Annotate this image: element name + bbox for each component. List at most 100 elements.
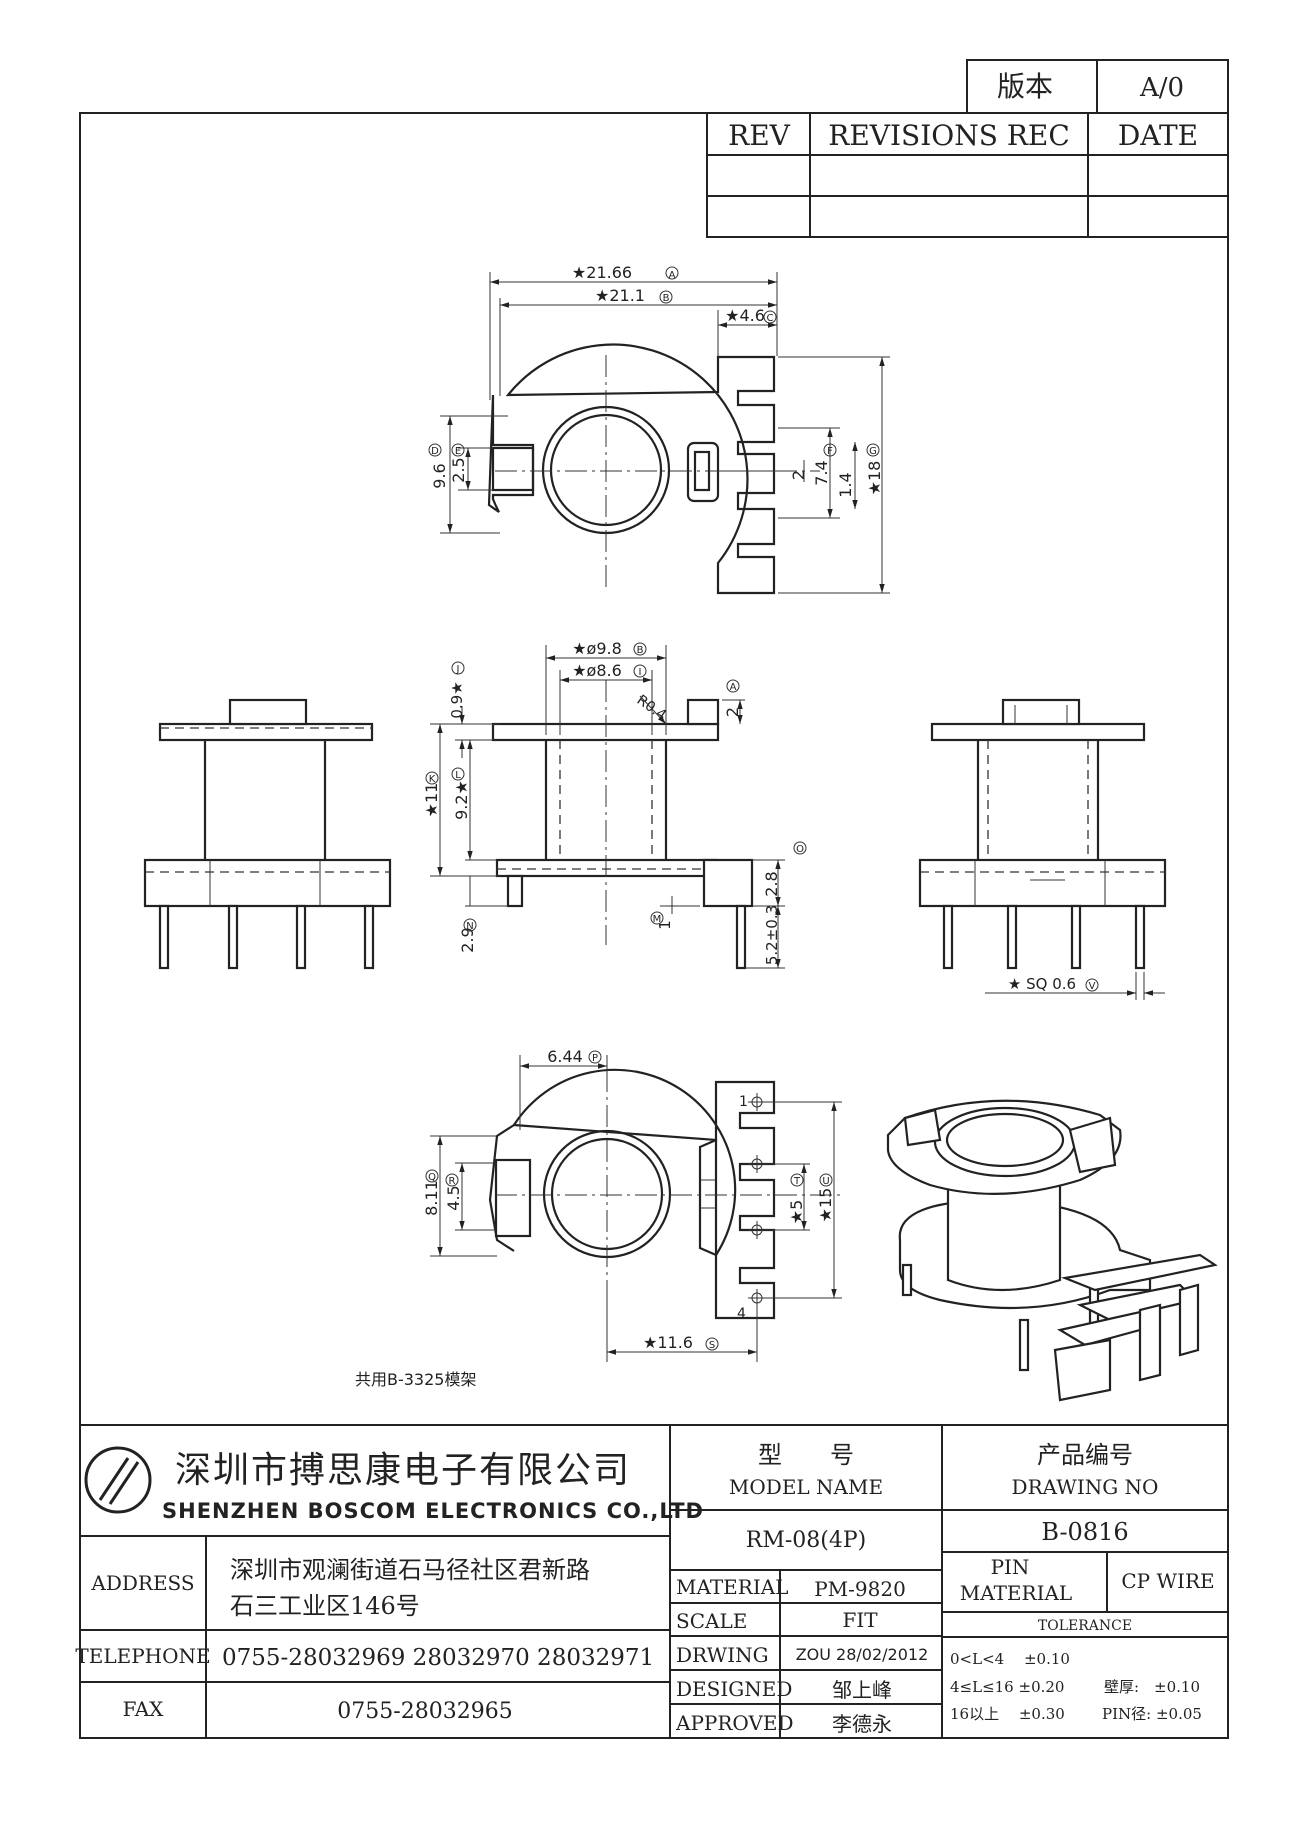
dim-5: ★5 <box>787 1200 806 1225</box>
model-label-cn: 型 号 <box>758 1441 854 1469</box>
dim-2-8: 2.8 <box>762 871 781 896</box>
dim-9-6: 9.6 <box>430 463 449 488</box>
fax-label: FAX <box>123 1697 165 1721</box>
tolerance-row-3: 16以上 ±0.30 <box>950 1705 1065 1723</box>
svg-text:D: D <box>431 446 439 457</box>
pin-material-label: MATERIAL <box>960 1581 1072 1605</box>
svg-text:R: R <box>449 1176 456 1187</box>
pin-diameter: PIN径: ±0.05 <box>1102 1705 1202 1723</box>
front-elevation-view: ★ø9.8 B ★ø8.6 I R0.4 2 A 0.9★ J ★11 K 9.… <box>422 639 807 970</box>
dim-2-9: 2.9 <box>458 927 477 952</box>
telephone-label: TELEPHONE <box>75 1644 210 1668</box>
svg-text:C: C <box>767 313 774 324</box>
drawing-frame <box>79 112 1229 1739</box>
dim-9-2: 9.2★ <box>452 780 471 820</box>
svg-text:F: F <box>827 446 833 457</box>
wall-thickness: 壁厚: ±0.10 <box>1104 1678 1200 1696</box>
dim-4-6: ★4.6 <box>725 306 765 325</box>
dim-6-44: 6.44 <box>547 1047 583 1066</box>
dim-18: ★18 <box>865 461 884 496</box>
model-label-en: MODEL NAME <box>729 1475 883 1499</box>
dim-21-1: ★21.1 <box>595 286 645 305</box>
drwing-label: DRWING <box>676 1643 769 1667</box>
dim-phi-8-6: ★ø8.6 <box>572 661 622 680</box>
dim-5-2: 5.2±0.3 <box>763 905 781 965</box>
isometric-view <box>886 1099 1218 1402</box>
scale-label: SCALE <box>676 1609 747 1633</box>
svg-text:M: M <box>653 914 662 925</box>
dim-11-6: ★11.6 <box>643 1333 693 1352</box>
date-column-header: DATE <box>1118 119 1198 152</box>
rev-column-header: REV <box>728 119 791 152</box>
svg-text:S: S <box>709 1340 715 1351</box>
revision-block: 版本 A/0 REV REVISIONS REC DATE <box>706 59 1229 238</box>
dim-4-5: 4.5 <box>444 1185 463 1210</box>
dim-1: 1 <box>656 920 674 930</box>
dim-8-11: 8.11 <box>422 1180 441 1216</box>
pin-value: CP WIRE <box>1121 1569 1214 1593</box>
telephone-value: 0755-28032969 28032970 28032971 <box>222 1645 654 1671</box>
bottom-view: 1 4 6.44 P 8.11 Q 4.5 R ★5 T ★15 U ★11.6… <box>422 1047 842 1362</box>
dim-11: ★11 <box>422 783 441 818</box>
version-label: 版本 <box>997 70 1053 103</box>
material-label: MATERIAL <box>676 1575 788 1599</box>
svg-text:V: V <box>1089 981 1096 992</box>
title-block: 深圳市搏思康电子有限公司 SHENZHEN BOSCOM ELECTRONICS… <box>75 1424 1228 1738</box>
svg-text:P: P <box>592 1053 598 1064</box>
version-value: A/0 <box>1139 73 1184 103</box>
designed-value: 邹上峰 <box>832 1678 892 1702</box>
dim-21-66: ★21.66 <box>572 263 632 282</box>
svg-text:B: B <box>663 293 670 304</box>
address-line-1: 深圳市观澜街道石马径社区君新路 <box>230 1556 590 1584</box>
revisions-column-header: REVISIONS REC <box>828 119 1070 152</box>
svg-text:B: B <box>637 645 644 656</box>
drawing-label-cn: 产品编号 <box>1037 1441 1133 1469</box>
left-elevation-view <box>143 698 392 970</box>
company-logo <box>84 1446 152 1514</box>
top-view: ★21.66 A ★21.1 B ★4.6 C 9.6 D 2.5 E 7.4 … <box>428 263 890 595</box>
drwing-value: ZOU 28/02/2012 <box>796 1645 929 1664</box>
svg-text:J: J <box>456 664 460 675</box>
svg-text:I: I <box>639 667 642 678</box>
approved-value: 李德永 <box>832 1712 892 1736</box>
model-value: RM-08(4P) <box>746 1528 866 1553</box>
approved-label: APPROVED <box>675 1711 794 1735</box>
company-name-en: SHENZHEN BOSCOM ELECTRONICS CO.,LTD <box>162 1499 704 1523</box>
svg-text:G: G <box>869 446 877 457</box>
dim-2-5: 2.5 <box>449 457 468 482</box>
dim-sq-0-6: ★ SQ 0.6 <box>1008 975 1076 993</box>
svg-text:A: A <box>669 270 676 281</box>
pin-label: PIN <box>991 1555 1030 1579</box>
pin-4-label: 4 <box>737 1306 746 1322</box>
svg-text:Q: Q <box>428 1172 436 1183</box>
fax-value: 0755-28032965 <box>337 1699 512 1724</box>
dim-7-4: 7.4 <box>812 460 831 485</box>
company-name-cn: 深圳市搏思康电子有限公司 <box>175 1450 631 1491</box>
material-value: PM-9820 <box>814 1577 906 1601</box>
address-label: ADDRESS <box>90 1571 194 1595</box>
drawing-number: B-0816 <box>1041 1518 1128 1546</box>
mold-note: 共用B-3325模架 <box>355 1370 476 1389</box>
dim-2: 2 <box>789 470 808 480</box>
dim-2-top: 2 <box>723 707 742 717</box>
dim-phi-9-8: ★ø9.8 <box>572 639 622 658</box>
tolerance-row-1: 0<L<4 ±0.10 <box>950 1650 1070 1668</box>
svg-text:E: E <box>455 446 461 457</box>
designed-label: DESIGNED <box>676 1677 792 1701</box>
drawing-label-en: DRAWING NO <box>1012 1475 1159 1499</box>
pin-1-label: 1 <box>739 1094 748 1110</box>
svg-text:O: O <box>796 844 804 855</box>
svg-text:K: K <box>429 774 436 785</box>
address-line-2: 石三工业区146号 <box>230 1592 420 1620</box>
svg-text:T: T <box>793 1176 801 1187</box>
tolerance-label: TOLERANCE <box>1038 1618 1132 1634</box>
scale-value: FIT <box>842 1608 878 1632</box>
right-elevation-view: ★ SQ 0.6 V <box>918 698 1167 1000</box>
svg-text:L: L <box>455 770 461 781</box>
svg-text:U: U <box>822 1176 829 1187</box>
tolerance-row-2: 4≤L≤16 ±0.20 <box>950 1678 1064 1696</box>
dim-1-4: 1.4 <box>836 472 855 497</box>
dim-0-9: 0.9★ <box>448 681 466 718</box>
dim-15: ★15 <box>816 1188 835 1223</box>
